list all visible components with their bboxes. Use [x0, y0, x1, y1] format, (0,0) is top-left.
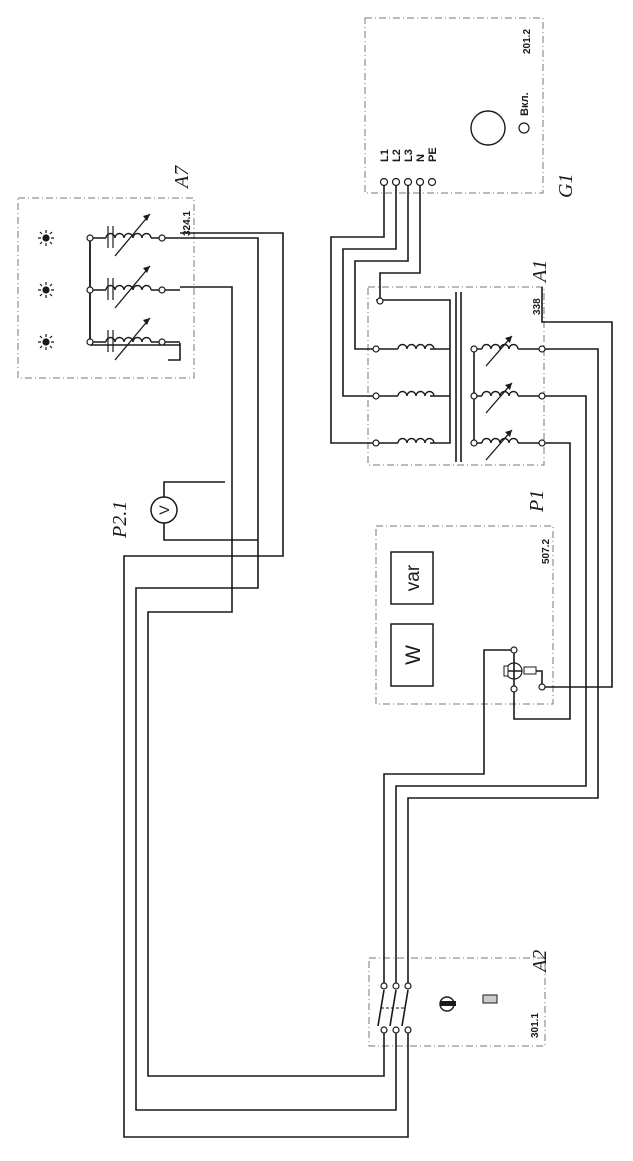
p1-number: 507.2 [541, 539, 552, 564]
power-indicator-icon [518, 122, 530, 134]
var-display [390, 551, 434, 605]
w-display-label: W [402, 645, 425, 665]
module-a2-border [368, 957, 546, 1047]
a2-terminals [380, 982, 412, 1034]
module-a1-border [367, 286, 545, 466]
g1-terminal-l3: L3 [403, 149, 415, 162]
g1-terminal-pe: PE [427, 147, 439, 162]
a1-designator: A1 [529, 260, 551, 284]
a7-indicator-icons [38, 230, 54, 350]
a1-secondary-coils [473, 335, 542, 461]
a7-coils [89, 213, 180, 361]
g1-number: 201.2 [522, 29, 533, 54]
module-a1: A1 338 [372, 260, 551, 462]
a1-terminals [372, 297, 546, 447]
breaker-handle-icon[interactable] [439, 996, 456, 1012]
voltmeter-icon [150, 496, 178, 524]
g1-terminals [379, 177, 437, 187]
a2-designator: A2 [529, 950, 551, 974]
g1-switch-label: Вкл. [519, 92, 531, 116]
w-display [390, 623, 434, 687]
g1-terminal-l1: L1 [379, 149, 391, 162]
g1-terminal-n: N [415, 154, 427, 162]
module-g1-border [364, 17, 544, 194]
module-a7-border [17, 197, 195, 379]
a1-number: 338 [532, 298, 543, 315]
p1-sensor-icon [503, 650, 543, 689]
module-a2: A2 301.1 [377, 950, 551, 1038]
module-p1-border [375, 525, 554, 705]
voltmeter-symbol: V [156, 505, 172, 515]
a7-terminals [86, 234, 166, 346]
breaker-indicator-icon [482, 994, 498, 1004]
a2-number: 301.1 [530, 1013, 541, 1038]
a2-switch-contacts [377, 989, 409, 1027]
module-g1: 201.2 Вкл. L1 L2 L3 N PE G1 [379, 29, 577, 198]
module-a7: A7 324.1 [38, 165, 193, 361]
a1-primary-coils [376, 343, 435, 444]
p1-designator: P1 [526, 490, 548, 513]
voltmeter-p21: V P2.1 [109, 496, 178, 539]
power-knob-icon[interactable] [470, 110, 506, 146]
wires [89, 182, 613, 1138]
g1-terminal-l2: L2 [391, 149, 403, 162]
a7-number: 324.1 [182, 211, 193, 236]
p21-designator: P2.1 [109, 501, 131, 539]
a7-designator: A7 [171, 165, 193, 190]
g1-designator: G1 [555, 174, 577, 198]
module-p1: P1 507.2 var W [390, 490, 552, 693]
var-display-label: var [403, 564, 424, 591]
p1-terminals [510, 646, 546, 693]
